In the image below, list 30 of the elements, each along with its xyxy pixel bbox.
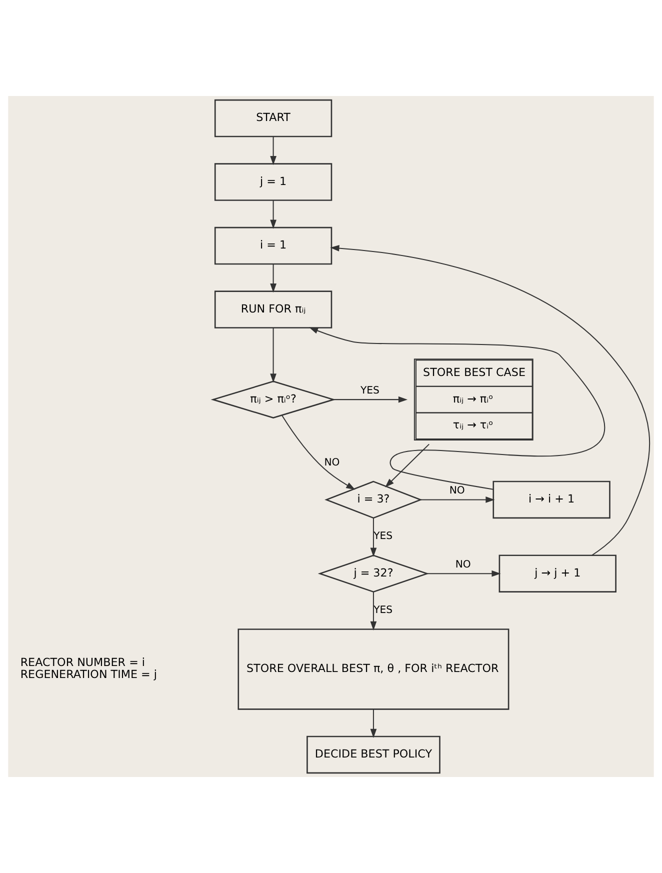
arrow (270, 200, 276, 229)
arrow (370, 592, 377, 630)
arrow (420, 496, 495, 503)
node-box: j = 1 (214, 163, 332, 201)
label: REGENERATION TIME = j (20, 668, 157, 682)
arrow (334, 396, 408, 403)
label: REACTOR NUMBER = i (20, 656, 146, 669)
edge-label: NO (455, 560, 471, 571)
node-box: STORE OVERALL BEST π, θ , FOR iᵗʰ REACTOR (238, 628, 510, 710)
arrow (282, 415, 356, 490)
arrow (385, 444, 430, 488)
node-box: i → i + 1 (492, 480, 610, 519)
node-box: START (214, 99, 332, 138)
arrow (370, 518, 377, 557)
arrow (330, 245, 650, 556)
edge-label: YES (360, 385, 380, 396)
arrow (308, 327, 604, 490)
arrow (427, 570, 501, 577)
arrow (270, 328, 276, 383)
arrow (370, 710, 377, 738)
node-box: DECIDE BEST POLICY (306, 736, 440, 774)
node-box: j → j + 1 (498, 554, 616, 592)
arrow (270, 136, 276, 166)
node-diamond: j = 32? (318, 554, 430, 593)
node-box: i = 1 (214, 226, 332, 265)
arrow (270, 264, 276, 293)
edge-label: NO (324, 457, 340, 468)
node-box: RUN FOR πᵢⱼ (214, 290, 332, 328)
node-diamond: πᵢⱼ > πᵢᵒ? (210, 380, 336, 418)
edge-label: NO (449, 486, 465, 497)
